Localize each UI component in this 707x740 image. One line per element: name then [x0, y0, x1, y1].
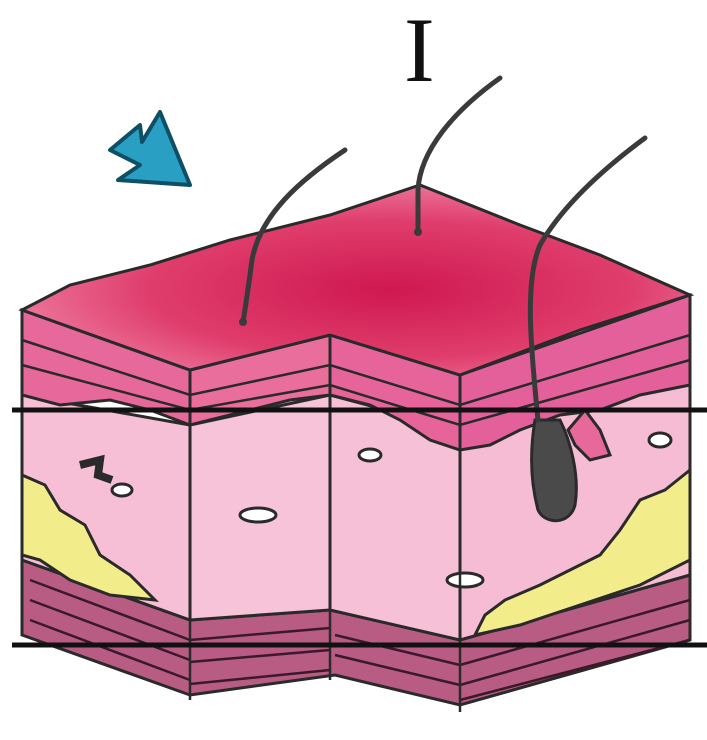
arrow-down-right-icon — [110, 112, 190, 185]
section-label: I — [404, 4, 435, 96]
